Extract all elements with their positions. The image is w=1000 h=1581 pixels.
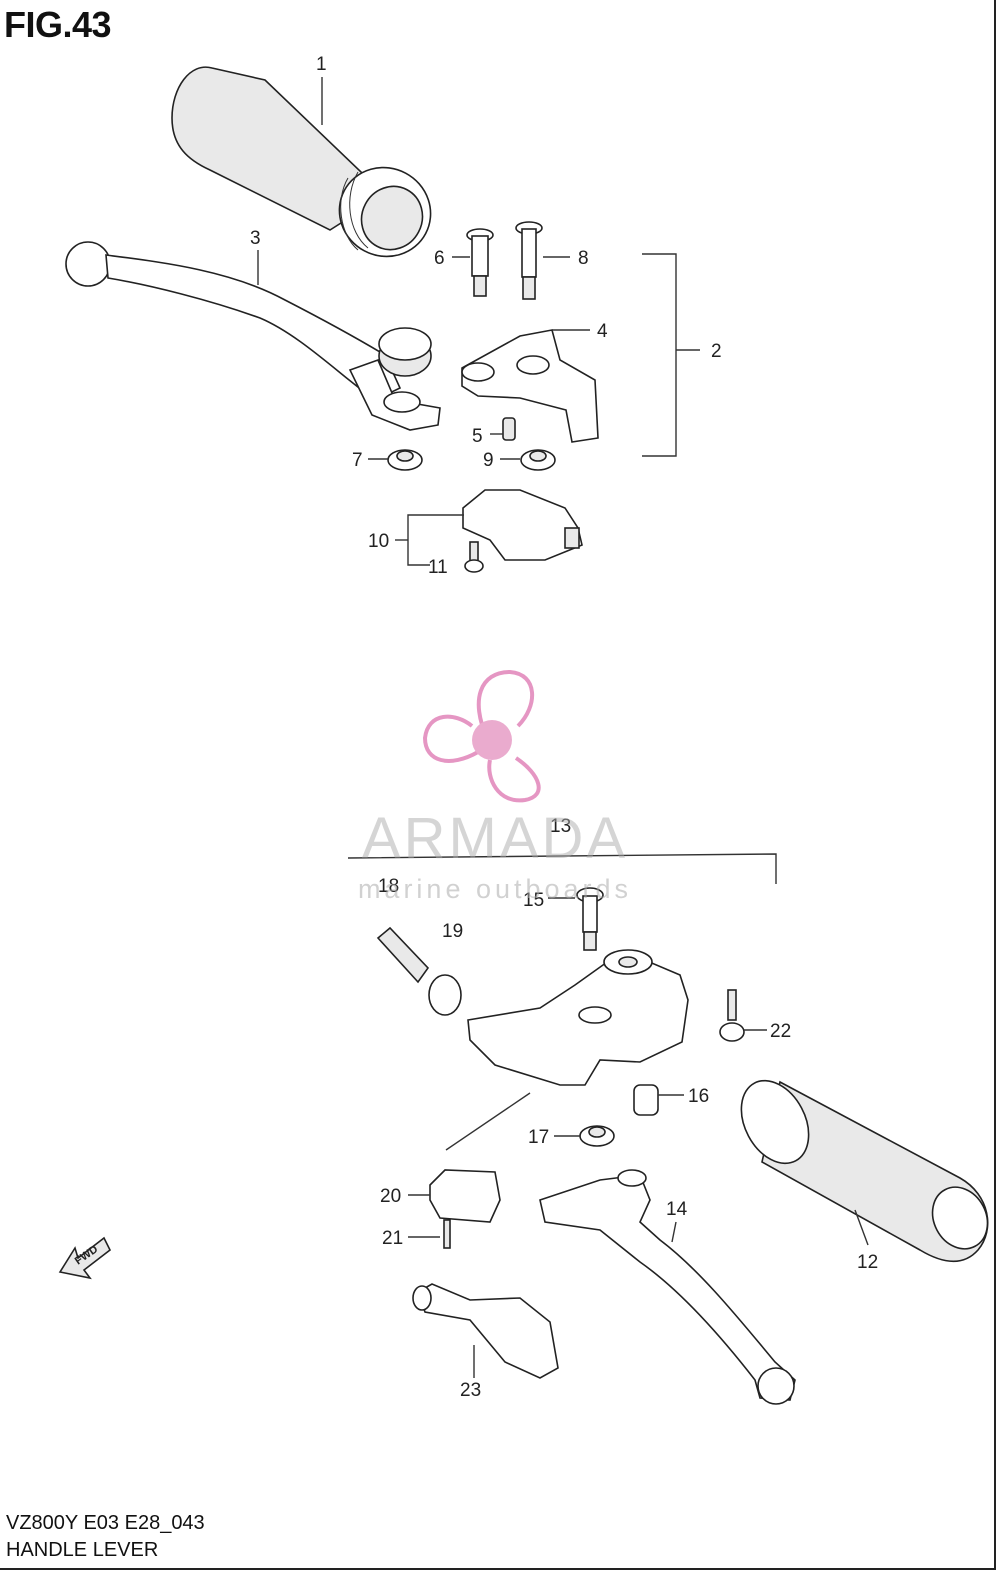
part-18-adjuster (376, 926, 430, 984)
part-19-nut (428, 974, 462, 1016)
part-13-bracket (467, 949, 689, 1086)
callout-labels: 1 2 3 4 5 6 7 8 9 10 11 12 13 14 15 16 1… (250, 54, 878, 1401)
part-16-cap (633, 1084, 659, 1116)
callout-4: 4 (597, 321, 608, 342)
figure-title: FIG.43 (4, 4, 112, 45)
part-22-screw (719, 989, 745, 1042)
part-17-nut (579, 1125, 615, 1147)
callout-9: 9 (483, 450, 494, 471)
figure-code: VZ800Y E03 E28_043 (6, 1512, 205, 1534)
callout-23: 23 (460, 1380, 481, 1401)
leader-lines (257, 77, 869, 1378)
part-10-switch (462, 489, 583, 561)
part-21-screw (443, 1219, 451, 1249)
part-3-lever (65, 241, 441, 431)
callout-20: 20 (380, 1186, 401, 1207)
fwd-arrow-icon: FWD (58, 1236, 112, 1280)
callout-3: 3 (250, 228, 261, 249)
callout-12: 12 (857, 1252, 878, 1273)
callout-11: 11 (428, 557, 448, 578)
callout-6: 6 (434, 248, 445, 269)
callout-8: 8 (578, 248, 589, 269)
part-8-bolt (515, 221, 543, 300)
frame-border-bottom (0, 1568, 996, 1570)
part-20-switch (429, 1169, 501, 1223)
callout-13: 13 (550, 816, 571, 837)
part-1-grip (171, 66, 432, 258)
callout-19: 19 (442, 921, 463, 942)
part-4-holder (461, 329, 599, 443)
part-12-grip (740, 1079, 989, 1263)
part-23-boot (412, 1283, 559, 1379)
part-5-spring (502, 417, 516, 441)
part-7-nut (387, 449, 423, 471)
watermark-brand: ARMADA (362, 806, 628, 871)
part-11-screw (464, 541, 484, 573)
callout-2: 2 (711, 341, 722, 362)
callout-14: 14 (666, 1199, 688, 1220)
callout-5: 5 (472, 426, 483, 447)
propeller-icon (422, 669, 541, 803)
part-6-bolt (466, 228, 494, 297)
callout-10: 10 (368, 531, 389, 552)
callout-18: 18 (378, 876, 399, 897)
part-14-lever (539, 1169, 796, 1405)
callout-17: 17 (528, 1127, 549, 1148)
callout-1: 1 (316, 54, 327, 75)
callout-15: 15 (523, 890, 544, 911)
callout-7: 7 (352, 450, 363, 471)
part-9-nut (520, 449, 556, 471)
callout-21: 21 (382, 1228, 403, 1249)
part-15-bolt (576, 887, 604, 951)
watermark-logo: ARMADA marine outboards (358, 669, 632, 904)
callout-22: 22 (770, 1021, 791, 1042)
figure-name: HANDLE LEVER (6, 1539, 159, 1561)
callout-16: 16 (688, 1086, 709, 1107)
watermark-tagline: marine outboards (358, 874, 632, 904)
frame-border-right (994, 0, 996, 1570)
